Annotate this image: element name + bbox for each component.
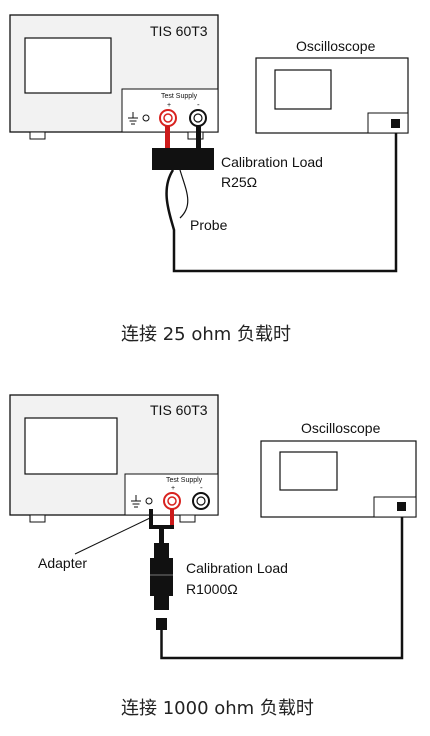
probe-ground-lead bbox=[179, 169, 189, 219]
tis-unit-foot-left-2 bbox=[29, 514, 46, 523]
caption-25-ohm: 连接 25 ohm 负载时 bbox=[121, 324, 291, 345]
adapter-label: Adapter bbox=[38, 555, 87, 571]
calibration-load-block bbox=[152, 148, 214, 170]
oscilloscope-label-2: Oscilloscope bbox=[301, 420, 381, 436]
tis-unit-screen bbox=[24, 37, 112, 94]
ground-icon-2 bbox=[131, 495, 141, 508]
bnc-plug bbox=[156, 618, 167, 630]
caption-1000-ohm: 连接 1000 ohm 负载时 bbox=[121, 698, 314, 719]
oscilloscope-screen bbox=[274, 69, 332, 110]
diagram-1000-ohm: TIS 60T3 Test Supply + - Adapter bbox=[9, 394, 417, 719]
oscilloscope-input-panel bbox=[367, 112, 409, 134]
tis-unit-label: TIS 60T3 bbox=[150, 23, 208, 39]
oscilloscope-input-connector-2 bbox=[397, 502, 406, 511]
load-value: R25Ω bbox=[221, 174, 257, 190]
probe-label: Probe bbox=[190, 217, 228, 233]
tis-unit-foot-right-2 bbox=[179, 514, 196, 523]
test-supply-label-2: Test Supply bbox=[166, 477, 203, 484]
tis-unit-screen-2 bbox=[24, 417, 118, 475]
plus-sign-2: + bbox=[171, 485, 175, 492]
test-supply-label: Test Supply bbox=[161, 93, 198, 100]
ground-terminal-icon bbox=[142, 114, 150, 122]
ground-icon bbox=[128, 112, 138, 125]
tis-unit-label-2: TIS 60T3 bbox=[150, 402, 208, 418]
calibration-load-1000 bbox=[150, 543, 173, 610]
minus-sign-2: - bbox=[200, 483, 203, 492]
tis-unit-foot-left bbox=[29, 131, 46, 140]
plus-sign: + bbox=[167, 102, 171, 109]
oscilloscope-input-connector bbox=[391, 119, 400, 128]
probe-cable bbox=[165, 127, 398, 273]
oscilloscope-screen-2 bbox=[279, 451, 338, 491]
adapter-pointer bbox=[74, 517, 151, 555]
load-label-2: Calibration Load bbox=[186, 560, 288, 576]
oscilloscope-input-panel-2 bbox=[373, 496, 417, 518]
load-label: Calibration Load bbox=[221, 154, 323, 170]
load-value-2: R1000Ω bbox=[186, 581, 238, 597]
minus-sign: - bbox=[197, 100, 200, 109]
bnc-cable bbox=[160, 510, 404, 660]
ground-terminal-icon-2 bbox=[145, 497, 153, 505]
adapter bbox=[149, 509, 174, 543]
red-lead bbox=[165, 126, 170, 148]
diagram-25-ohm: TIS 60T3 Test Supply + - Calibration Loa… bbox=[9, 14, 409, 345]
black-lead bbox=[196, 126, 201, 148]
oscilloscope-label: Oscilloscope bbox=[296, 38, 376, 54]
